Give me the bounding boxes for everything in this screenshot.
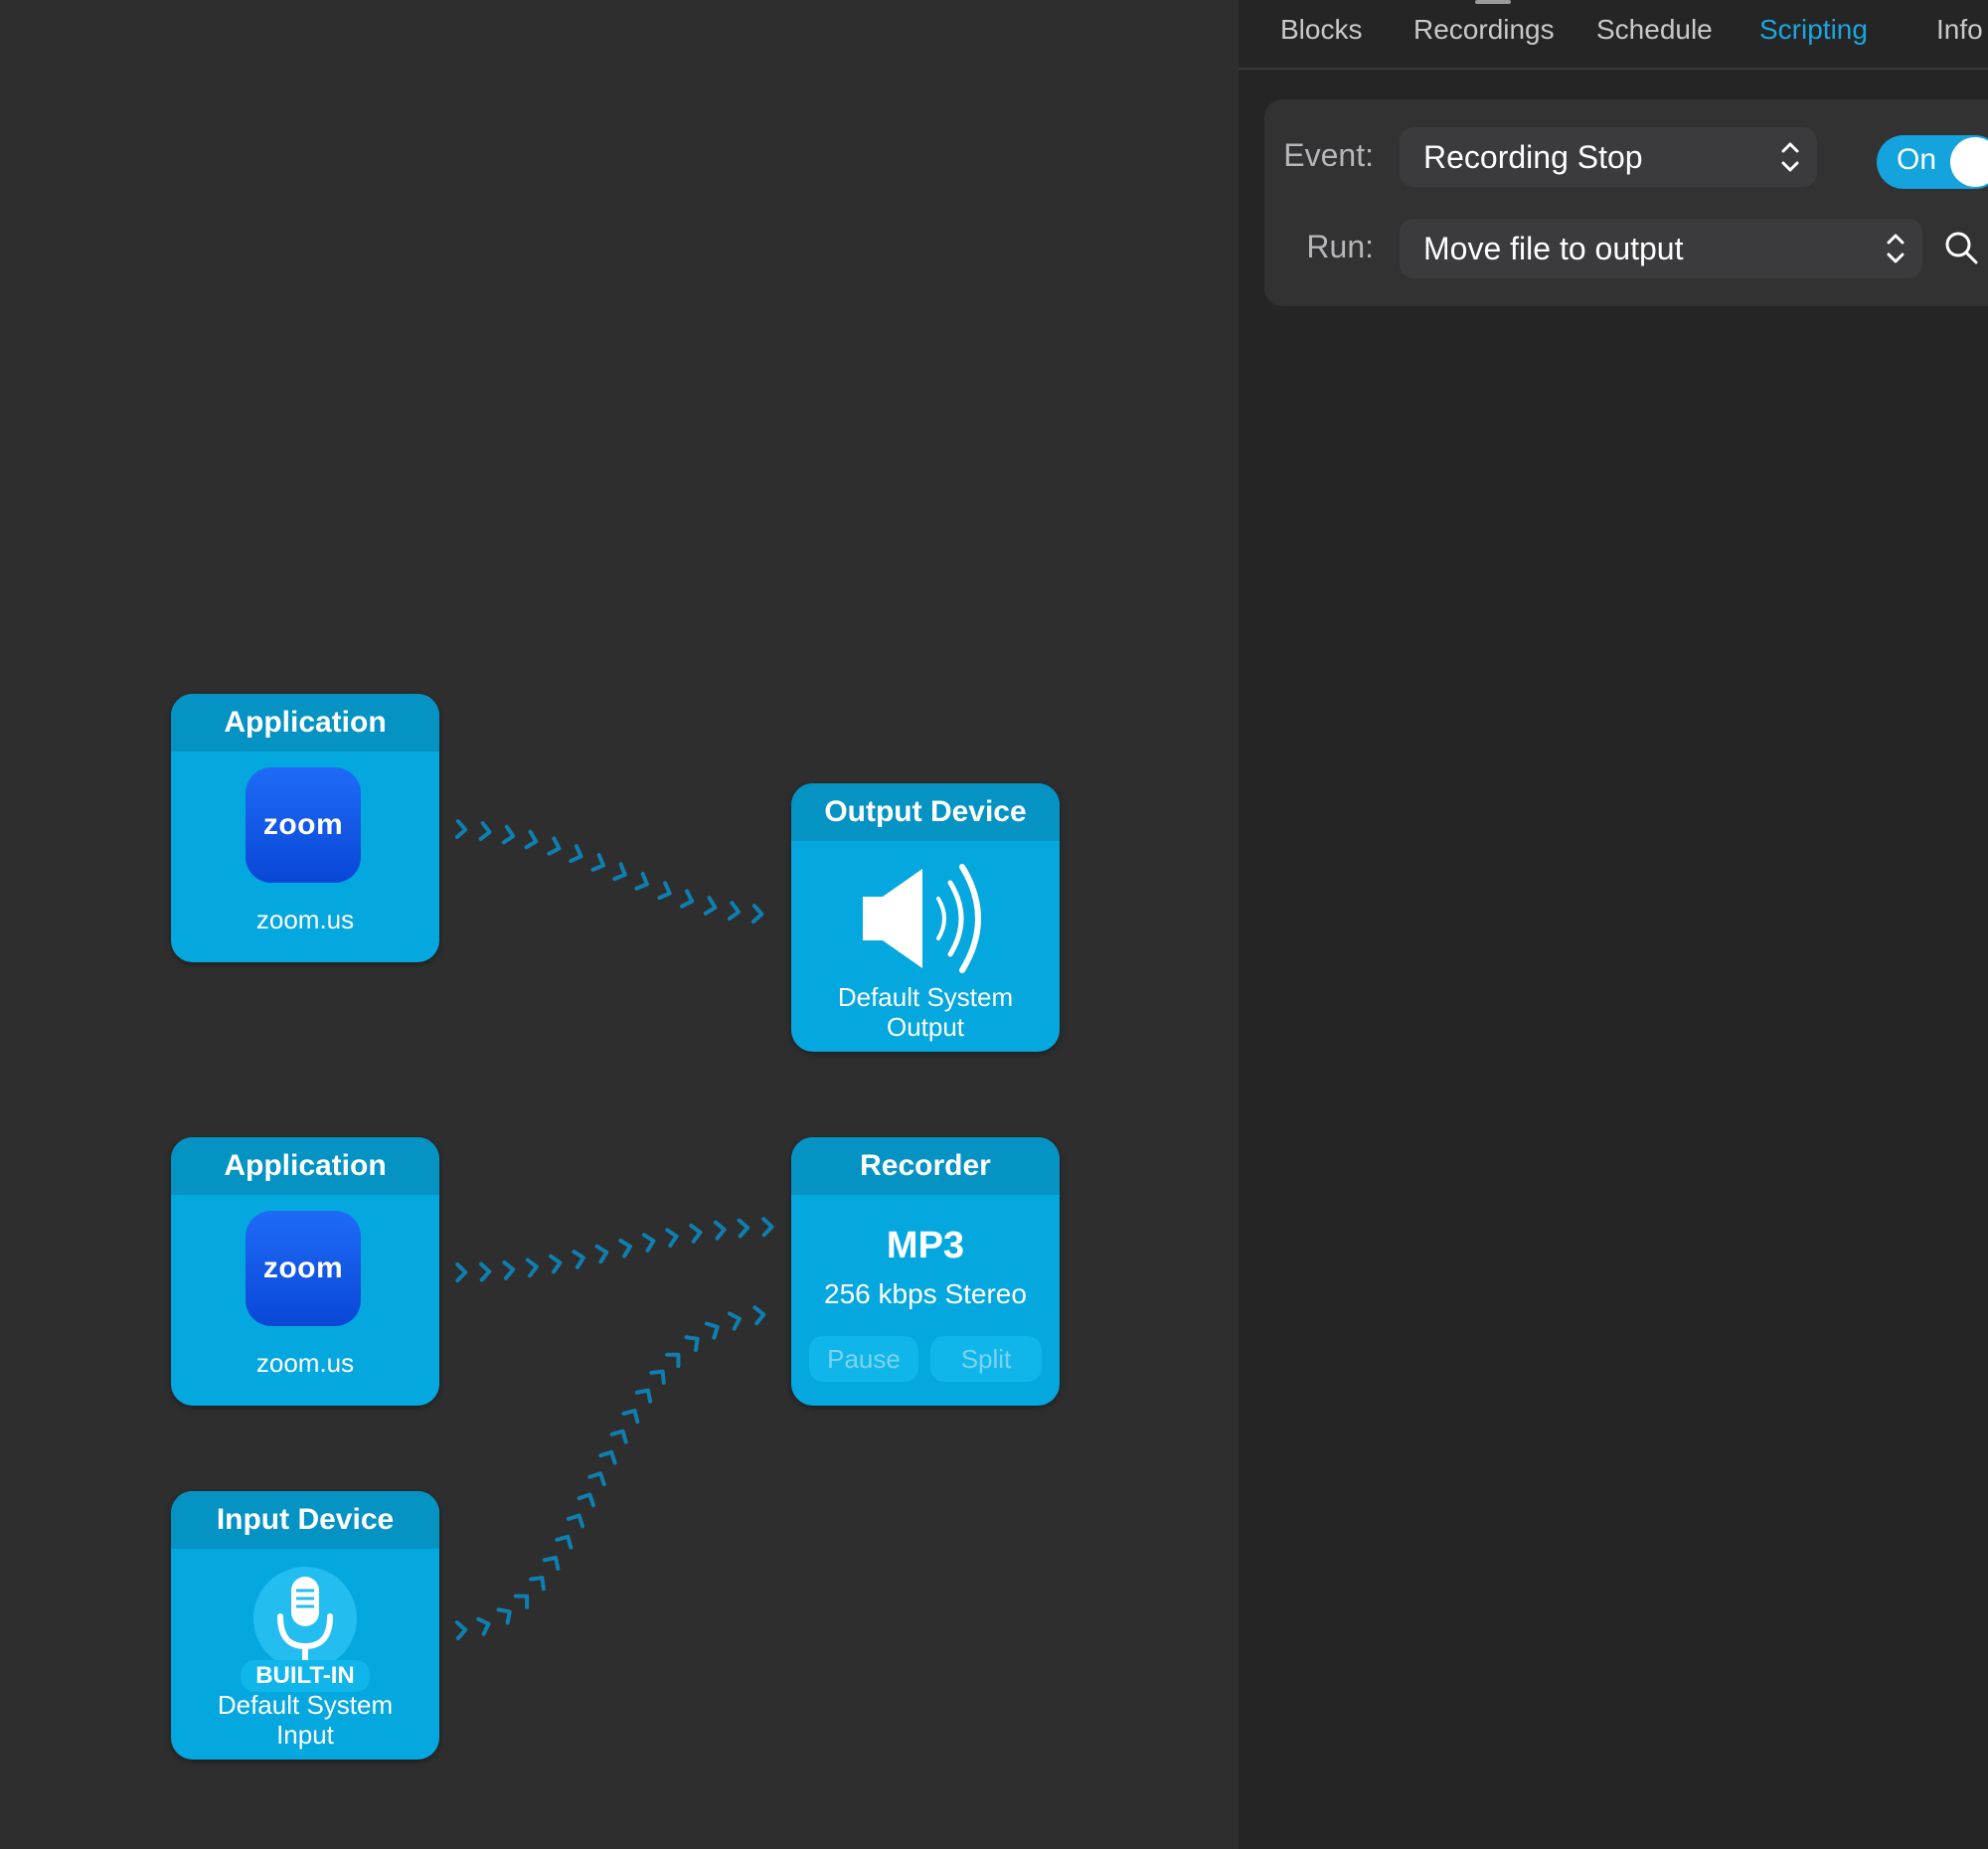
- link-chevron: [609, 1429, 628, 1444]
- link-chevron: [703, 896, 718, 916]
- output-device-node[interactable]: Output Device Default System Output: [791, 783, 1060, 1052]
- link-chevron: [577, 1492, 595, 1508]
- recorder-node[interactable]: Recorder MP3 256 kbps Stereo Pause Split: [791, 1137, 1060, 1406]
- toggle-label: On: [1897, 143, 1937, 176]
- link-chevron: [542, 1555, 561, 1571]
- link-chevron: [572, 1250, 585, 1269]
- link-chevron: [612, 862, 627, 882]
- zoom-app-icon: zoom: [246, 1211, 361, 1326]
- tab-info[interactable]: Info: [1936, 14, 1983, 45]
- link-chevron: [713, 1220, 727, 1241]
- link-chevron: [594, 1244, 609, 1264]
- node-caption-line1: Default System: [217, 1690, 394, 1720]
- speaker-icon: [863, 864, 981, 973]
- link-chevron: [502, 1260, 516, 1280]
- link-chevron: [478, 821, 492, 841]
- link-chevron: [621, 1409, 640, 1425]
- link-chevron: [634, 871, 649, 891]
- link-chevron: [454, 819, 468, 840]
- node-caption: zoom.us: [255, 1348, 355, 1378]
- event-label: Event:: [1283, 137, 1374, 173]
- node-header: Input Device: [171, 1491, 439, 1549]
- connection-links: [454, 819, 774, 1641]
- tab-scripting[interactable]: Scripting: [1759, 14, 1868, 45]
- link-chevron: [454, 1620, 468, 1641]
- link-chevron: [680, 889, 695, 909]
- link-chevron: [761, 1217, 774, 1238]
- link-chevron: [618, 1238, 632, 1259]
- application-node-1[interactable]: Application zoom zoom.us: [171, 694, 439, 962]
- link-chevron: [634, 1388, 653, 1404]
- link-chevron: [549, 1254, 563, 1274]
- chevron-up-down-icon: [1887, 234, 1905, 263]
- recorder-detail: 256 kbps Stereo: [824, 1278, 1027, 1309]
- link-chevron: [665, 1228, 679, 1249]
- node-header: Application: [171, 1137, 439, 1195]
- link-chevron: [501, 824, 516, 845]
- link-chevron: [665, 1352, 681, 1369]
- run-select-value: Move file to output: [1423, 231, 1684, 266]
- pause-button[interactable]: Pause: [809, 1336, 918, 1382]
- link-chevron: [566, 1513, 585, 1529]
- node-caption-line2: Output: [886, 1012, 965, 1042]
- run-label: Run:: [1306, 229, 1374, 264]
- link-chevron: [555, 1534, 574, 1550]
- event-enabled-toggle[interactable]: On: [1877, 135, 1988, 189]
- tab-recordings[interactable]: Recordings: [1413, 14, 1555, 45]
- recorder-format: MP3: [886, 1225, 965, 1266]
- link-chevron: [750, 904, 764, 924]
- link-chevron: [684, 1335, 700, 1352]
- link-app1-to-output: [454, 819, 764, 924]
- link-app2-to-recorder: [455, 1217, 774, 1283]
- link-chevron: [478, 1261, 492, 1282]
- link-chevron: [649, 1369, 666, 1385]
- application-node-2[interactable]: Application zoom zoom.us: [171, 1137, 439, 1406]
- chevron-up-down-icon: [1781, 142, 1799, 172]
- link-input-to-recorder: [454, 1305, 766, 1641]
- node-header: Output Device: [791, 783, 1060, 841]
- microphone-icon: [253, 1567, 357, 1666]
- link-chevron: [496, 1607, 512, 1625]
- link-chevron: [727, 901, 742, 922]
- node-header: Recorder: [791, 1137, 1060, 1195]
- link-chevron: [525, 1258, 539, 1278]
- built-in-badge: BUILT-IN: [241, 1660, 370, 1692]
- inspector-sidebar: Blocks Recordings Schedule Scripting Inf…: [1239, 0, 1988, 1849]
- node-header: Application: [171, 694, 439, 752]
- link-chevron: [704, 1321, 720, 1340]
- link-chevron: [737, 1218, 750, 1239]
- link-chevron: [727, 1311, 742, 1331]
- node-caption: zoom.us: [255, 905, 355, 934]
- split-button[interactable]: Split: [930, 1336, 1042, 1382]
- node-caption-line1: Default System: [837, 982, 1014, 1012]
- link-chevron: [547, 836, 562, 856]
- link-chevron: [641, 1233, 656, 1253]
- tab-indicator-mark: [1475, 0, 1511, 4]
- tab-bar: Blocks Recordings Schedule Scripting Inf…: [1239, 0, 1988, 70]
- link-chevron: [590, 853, 605, 872]
- link-chevron: [689, 1223, 703, 1244]
- link-chevron: [529, 1576, 546, 1592]
- run-select[interactable]: Move file to output: [1400, 219, 1922, 278]
- link-chevron: [476, 1616, 491, 1636]
- event-select[interactable]: Recording Stop: [1400, 127, 1817, 187]
- search-icon[interactable]: [1942, 229, 1980, 266]
- link-chevron: [524, 829, 539, 850]
- input-device-node[interactable]: Input Device BUILT-IN Default System Inp…: [171, 1491, 439, 1760]
- script-panel: Event: Recording Stop On Run: Move file …: [1264, 99, 1988, 306]
- link-chevron: [569, 844, 583, 864]
- link-chevron: [455, 1262, 468, 1283]
- tab-schedule[interactable]: Schedule: [1596, 14, 1713, 45]
- zoom-app-icon: zoom: [246, 767, 361, 883]
- link-chevron: [657, 881, 672, 901]
- link-chevron: [513, 1594, 530, 1609]
- toggle-knob: [1950, 137, 1988, 187]
- link-chevron: [752, 1305, 766, 1326]
- event-select-value: Recording Stop: [1423, 139, 1643, 175]
- node-caption-line2: Input: [276, 1720, 334, 1750]
- link-chevron: [587, 1471, 606, 1486]
- link-chevron: [598, 1449, 617, 1465]
- tab-blocks[interactable]: Blocks: [1280, 14, 1363, 45]
- flow-canvas[interactable]: Application zoom zoom.us Output Device D…: [0, 0, 1239, 1849]
